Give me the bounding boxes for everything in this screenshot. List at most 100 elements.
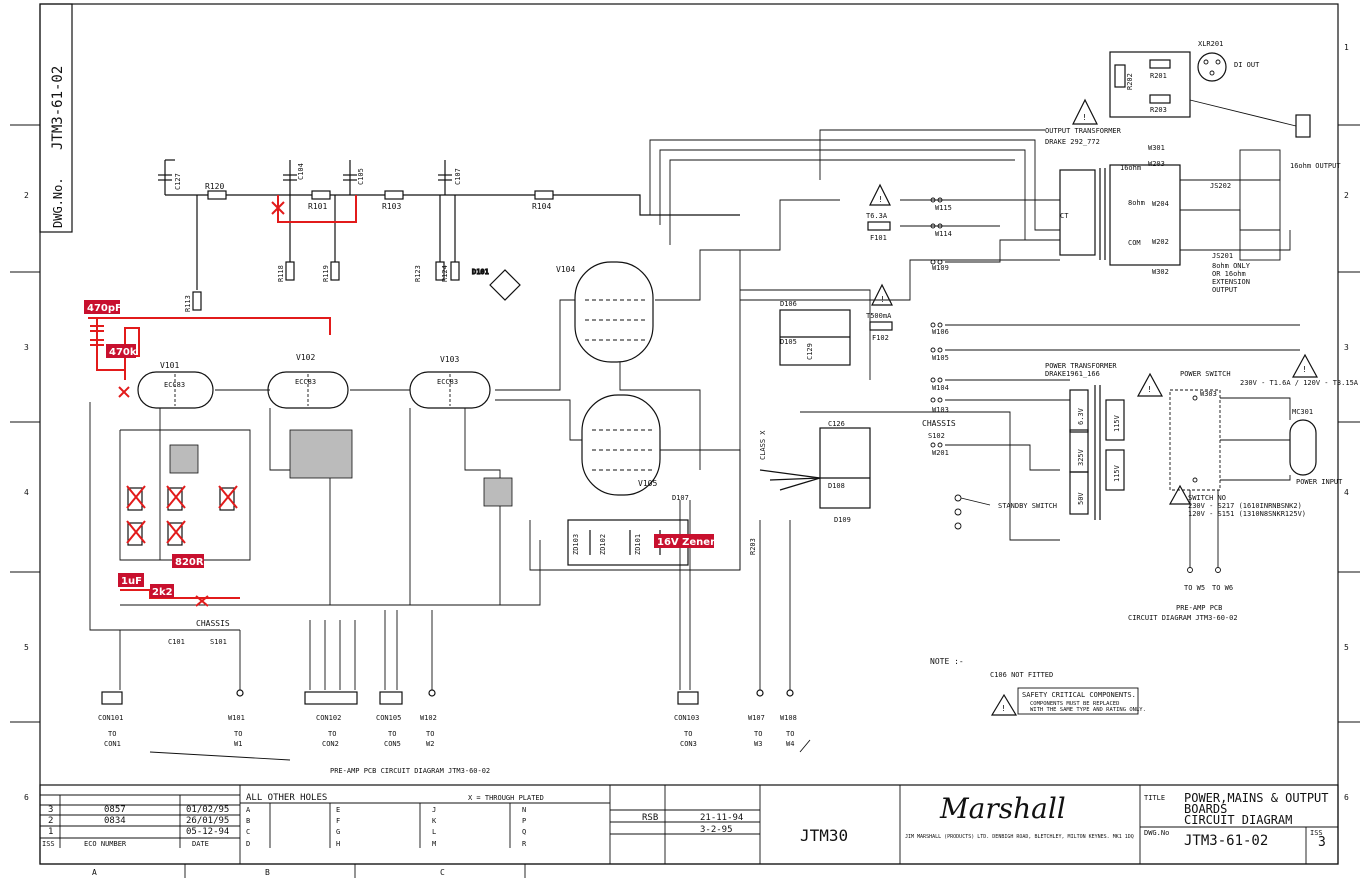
bottom-connector-labels: CON101 TO CON1 W101 TO W1 CON102 TO CON2… [98, 714, 797, 748]
zener-labels: ZD101 ZD102 ZD103 D107 R203 [572, 494, 757, 555]
svg-text:05-12-94: 05-12-94 [186, 827, 229, 837]
wire-link-labels: W115 W114 W109 W106 W105 W104 W103 W201 [932, 204, 952, 457]
anode-resistors [192, 195, 460, 311]
svg-text:PRE-AMP PCB CIRCUIT DIAGR: PRE-AMP PCB CIRCUIT DIAGRAM JTM3-60-02 [330, 767, 490, 775]
svg-text:820R: 820R [175, 557, 204, 568]
svg-text:C126: C126 [828, 420, 845, 428]
valve-v105: V105 [581, 394, 661, 496]
svg-text:R124: R124 [441, 265, 449, 282]
svg-text:TO W6: TO W6 [1212, 584, 1233, 592]
valve-v104: V104 [556, 261, 654, 363]
svg-text:C101: C101 [168, 638, 185, 646]
svg-text:E: E [336, 806, 340, 814]
svg-text:PRE-AMP PCB: PRE-AMP PCB [1176, 604, 1222, 612]
svg-text:TITLE: TITLE [1144, 794, 1165, 802]
svg-text:ZD102: ZD102 [599, 534, 607, 555]
ht-rectifier-labels: D106 D105 C129 [780, 300, 814, 360]
svg-text:!: ! [1147, 385, 1152, 394]
rail-resistors [207, 190, 554, 200]
drawn-checked-block: RSB 21-11-94 3-2-95 JTM30 [610, 785, 901, 864]
svg-text:2k2: 2k2 [152, 587, 173, 598]
svg-text:R113: R113 [184, 295, 192, 312]
valve-v101: V101 ECC83 [137, 361, 214, 409]
svg-text:26/01/95: 26/01/95 [186, 816, 229, 826]
svg-text:BOARDS: BOARDS [1184, 802, 1227, 816]
bridge-rectifier: D101 [471, 267, 521, 301]
svg-text:D107: D107 [672, 494, 689, 502]
standby-switch: STANDBY SWITCH [954, 494, 1057, 530]
mod-label-1uf: 1uF [118, 573, 144, 587]
svg-text:Q: Q [522, 828, 526, 836]
class-x-label: CLASS X [759, 430, 767, 460]
svg-text:POWER SWITCH: POWER SWITCH [1180, 370, 1231, 378]
svg-text:50V: 50V [1077, 492, 1085, 505]
svg-text:CIRCUIT DIAGRAM: CIRCUIT DIAGRAM [1184, 813, 1292, 827]
svg-text:C: C [440, 868, 445, 877]
svg-text:1uF: 1uF [121, 576, 142, 587]
svg-text:R203: R203 [749, 538, 757, 555]
svg-text:DI OUT: DI OUT [1234, 61, 1260, 69]
svg-text:21-11-94: 21-11-94 [700, 813, 743, 823]
svg-text:G: G [336, 828, 340, 836]
di-out-section: R202 R201 R203 XLR201 DI OUT [1109, 40, 1311, 138]
svg-text:ISS: ISS [42, 840, 55, 848]
svg-text:3: 3 [1344, 343, 1349, 352]
svg-text:T6.3A: T6.3A [866, 212, 888, 220]
red-modifications [88, 195, 357, 607]
svg-text:F: F [336, 817, 340, 825]
svg-text:R104: R104 [532, 202, 551, 211]
svg-text:3: 3 [1318, 835, 1326, 850]
svg-text:470pF: 470pF [87, 303, 122, 314]
rail-resistor-labels: R120 R101 R103 R104 [205, 182, 551, 211]
chassis-s102: CHASSIS S102 [922, 419, 956, 440]
svg-text:0834: 0834 [104, 816, 126, 826]
svg-text:TO W5: TO W5 [1184, 584, 1205, 592]
svg-text:R101: R101 [308, 202, 327, 211]
svg-text:1: 1 [1344, 43, 1349, 52]
svg-text:X = THROUGH PLATED: X = THROUGH PLATED [468, 794, 544, 802]
svg-text:W108: W108 [780, 714, 797, 722]
svg-text:CON102: CON102 [316, 714, 341, 722]
dwg-no-label: DWG.No. [51, 177, 65, 228]
dwg-number-box: DWG.No. JTM3-61-02 [39, 3, 73, 233]
zone-ticks [10, 124, 1360, 878]
svg-text:R118: R118 [277, 265, 285, 282]
brand-logo: Marshall [939, 792, 1066, 825]
svg-text:2: 2 [24, 191, 29, 200]
svg-text:W103: W103 [932, 406, 949, 414]
svg-text:JIM MARSHALL (PRODUCTS) LTD. D: JIM MARSHALL (PRODUCTS) LTD. DENBIGH ROA… [905, 834, 1134, 840]
output-wire-links: W301 W203 W204 W202 W302 [1148, 144, 1169, 276]
svg-text:470k: 470k [109, 347, 137, 358]
svg-text:WITH THE SAME TYPE AND RATING: WITH THE SAME TYPE AND RATING ONLY. [1030, 707, 1146, 713]
svg-text:CT: CT [1060, 212, 1069, 220]
svg-text:STANDBY SWITCH: STANDBY SWITCH [998, 502, 1057, 510]
svg-text:5: 5 [1344, 643, 1349, 652]
svg-text:R: R [522, 840, 527, 848]
svg-text:ECC83: ECC83 [295, 378, 316, 386]
svg-text:6: 6 [24, 793, 29, 802]
zone-numbers: 1 2 3 4 5 6 2 3 4 5 6 A B C [24, 43, 1349, 877]
power-input: ! 230V - T1.6A / 120V - T3.15A MC301 POW… [1220, 353, 1359, 486]
svg-text:TO: TO [328, 730, 336, 738]
mid-horizontal-wires [800, 199, 1300, 541]
svg-text:K: K [432, 817, 437, 825]
svg-text:NOTE :-: NOTE :- [930, 657, 964, 666]
svg-text:SWITCH NO: SWITCH NO [1188, 494, 1226, 502]
svg-text:ECC83: ECC83 [437, 378, 458, 386]
svg-text:ISS: ISS [1310, 829, 1323, 837]
svg-text:W107: W107 [748, 714, 765, 722]
output-jacks: JS202 16ohm OUTPUT JS201 8ohm ONLY OR 16… [1180, 149, 1341, 294]
svg-text:CON105: CON105 [376, 714, 401, 722]
svg-text:!: ! [880, 295, 885, 304]
svg-text:CON103: CON103 [674, 714, 699, 722]
svg-text:!: ! [1302, 365, 1307, 374]
svg-text:OUTPUT TRANSFORMER: OUTPUT TRANSFORMER [1045, 127, 1122, 135]
svg-text:TO: TO [786, 730, 794, 738]
svg-text:ALL OTHER HOLES: ALL OTHER HOLES [246, 793, 327, 803]
svg-text:S102: S102 [928, 432, 945, 440]
svg-text:W301: W301 [1148, 144, 1165, 152]
svg-text:6.3V: 6.3V [1077, 407, 1085, 425]
svg-text:CON5: CON5 [384, 740, 401, 748]
svg-text:1: 1 [48, 827, 53, 837]
notes-section: NOTE :- C106 NOT FITTED ! SAFETY CRITICA… [930, 657, 1146, 716]
